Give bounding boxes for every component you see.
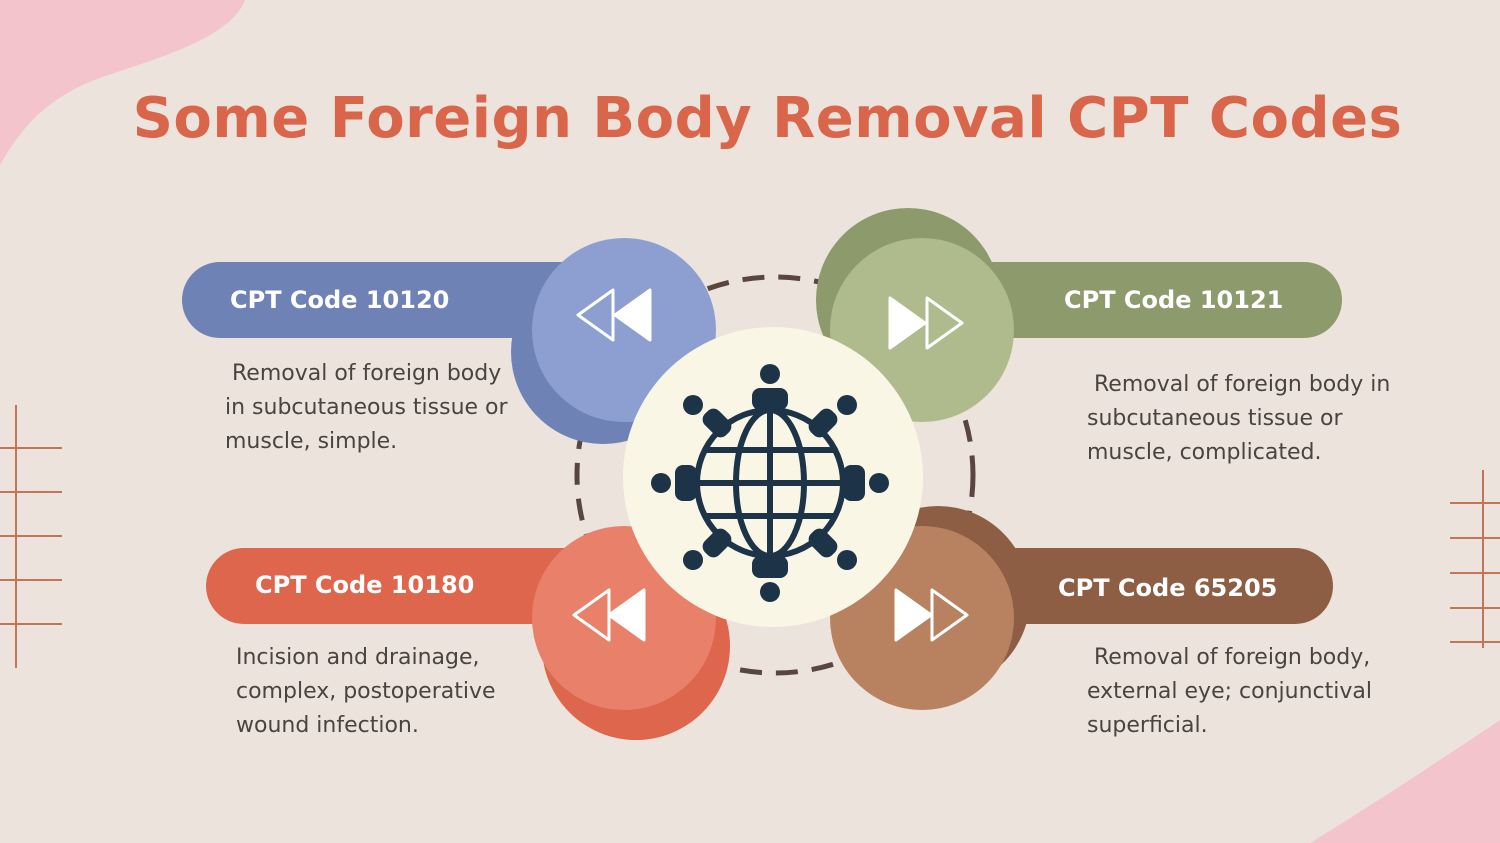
decor-grid-right <box>1450 470 1500 648</box>
rewind-icon <box>572 588 646 642</box>
code-label-10180: CPT Code 10180 <box>255 571 475 599</box>
fast-forward-icon <box>888 296 964 350</box>
description-10120: Removal of foreign body in subcutaneous … <box>225 361 515 454</box>
description-10180: Incision and drainage, complex, postoper… <box>236 645 503 738</box>
card-10180-graphic <box>206 526 730 740</box>
code-label-10120: CPT Code 10120 <box>230 286 450 314</box>
code-label-10121: CPT Code 10121 <box>1064 286 1284 314</box>
dashed-ring <box>574 274 976 676</box>
globe-people-icon <box>651 364 889 602</box>
decor-blob-bottom-right <box>1310 720 1500 843</box>
decor-grid-left <box>0 405 62 668</box>
description-10121: Removal of foreign body in subcutaneous … <box>1087 372 1398 465</box>
description-65205: Removal of foreign body, external eye; c… <box>1087 645 1379 738</box>
pill-10120 <box>182 262 622 338</box>
page-title: Some Foreign Body Removal CPT Codes <box>132 86 1403 151</box>
rewind-icon <box>576 288 652 342</box>
pill-10180 <box>206 548 626 624</box>
code-label-65205: CPT Code 65205 <box>1058 574 1278 602</box>
fast-forward-icon <box>894 588 969 642</box>
decor-blob-top-left <box>0 0 245 165</box>
pill-65205 <box>940 548 1333 624</box>
